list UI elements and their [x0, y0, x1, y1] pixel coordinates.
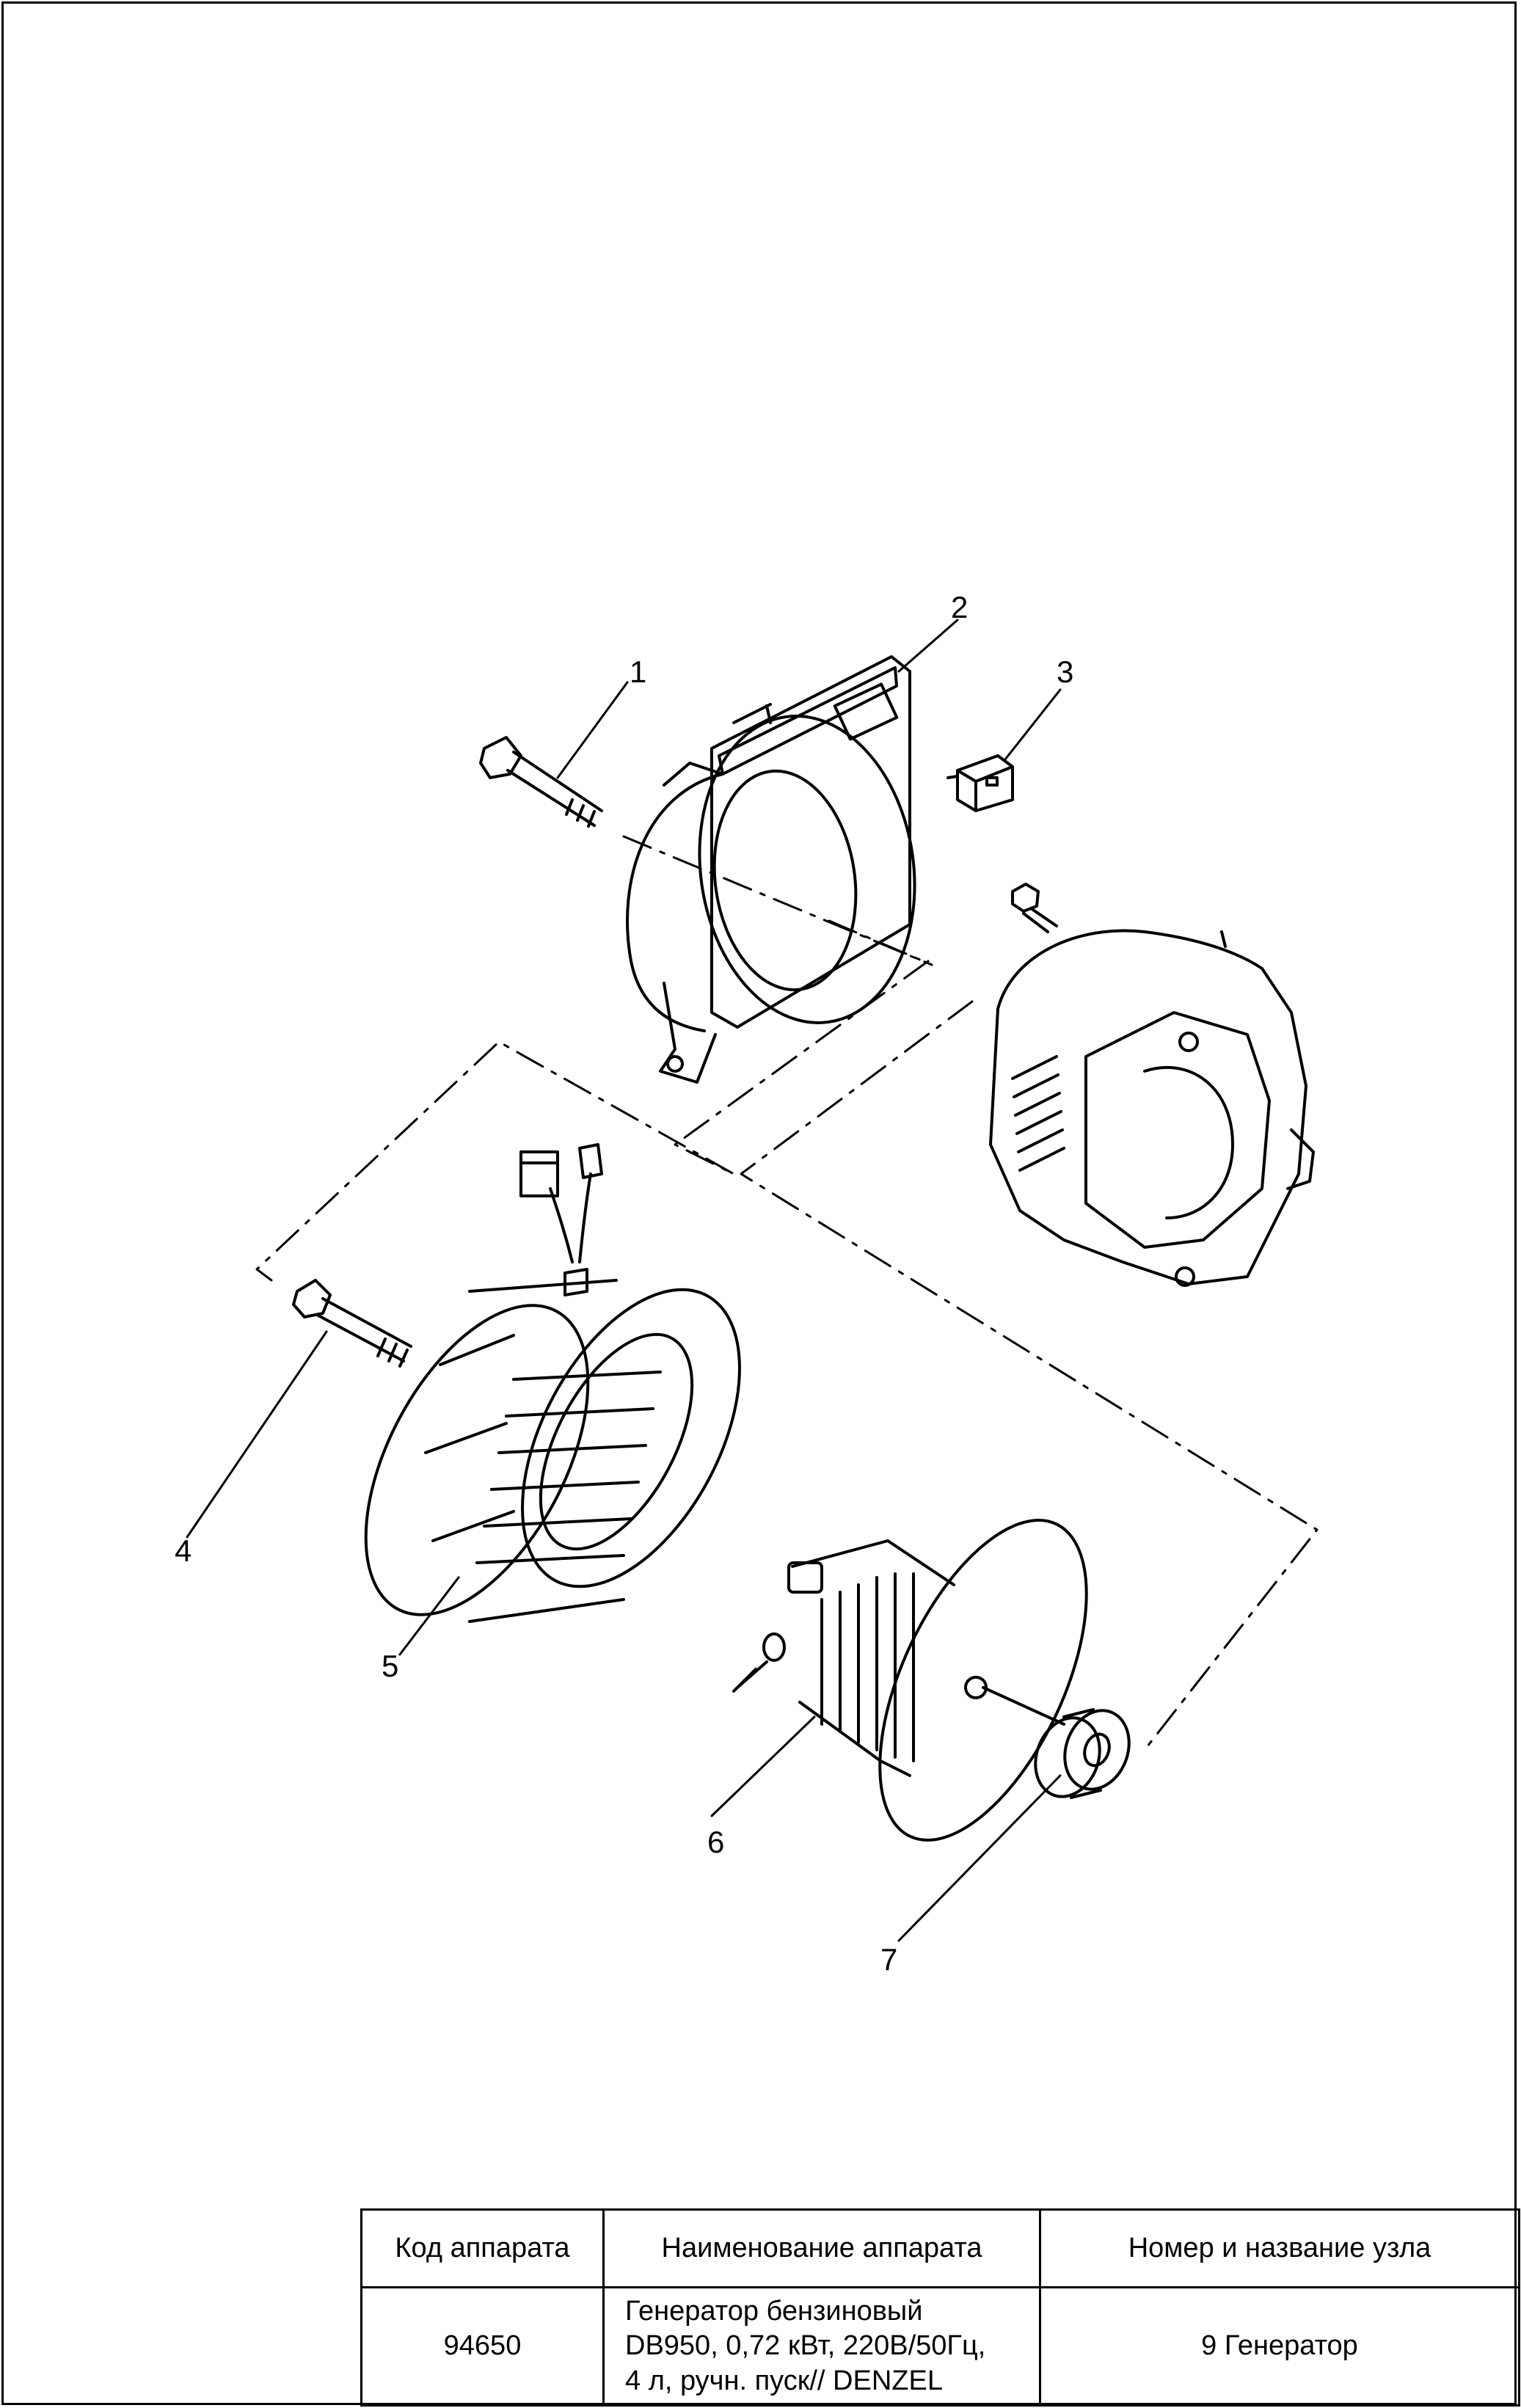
node-header: Номер и название узла	[1039, 2208, 1520, 2288]
callout-7: 7	[880, 1942, 897, 1977]
assembly-center-lines	[255, 835, 1318, 1751]
apparatus-name-line-2: DB950, 0,72 кВт, 220В/50Гц,	[625, 2330, 986, 2362]
title-block: Код аппарата Наименование аппарата Номер…	[360, 2208, 1520, 2407]
node-name: 9 Генератор	[1039, 2286, 1520, 2407]
name-header: Наименование аппарата	[602, 2208, 1041, 2288]
apparatus-name: Генератор бензиновый DB950, 0,72 кВт, 22…	[602, 2286, 1041, 2407]
screw-small	[1011, 883, 1058, 933]
part-2-fan-cover	[626, 655, 916, 1084]
part-6-rotor	[732, 1519, 1088, 1842]
leader-lines	[186, 619, 1062, 1942]
callout-4: 4	[175, 1533, 192, 1568]
part-1-bolt	[479, 736, 603, 828]
part-4-bolt	[292, 1279, 412, 1368]
code-header: Код аппарата	[360, 2208, 605, 2288]
part-3-connector	[946, 754, 1014, 812]
apparatus-name-line-1: Генератор бензиновый	[625, 2295, 923, 2327]
part-7-bearing	[1034, 1708, 1131, 1799]
callout-3: 3	[1057, 654, 1073, 689]
callout-5: 5	[382, 1649, 398, 1683]
rear-housing	[989, 929, 1315, 1287]
callout-6: 6	[707, 1825, 724, 1859]
exploded-view-drawing: 1 2 3 4 5 6 7	[175, 590, 1318, 1977]
callout-2: 2	[951, 590, 968, 624]
part-5-stator	[364, 1143, 741, 1623]
apparatus-name-line-3: 4 л, ручн. пуск// DENZEL	[625, 2365, 943, 2396]
callout-1: 1	[630, 654, 646, 689]
apparatus-code: 94650	[360, 2286, 605, 2407]
